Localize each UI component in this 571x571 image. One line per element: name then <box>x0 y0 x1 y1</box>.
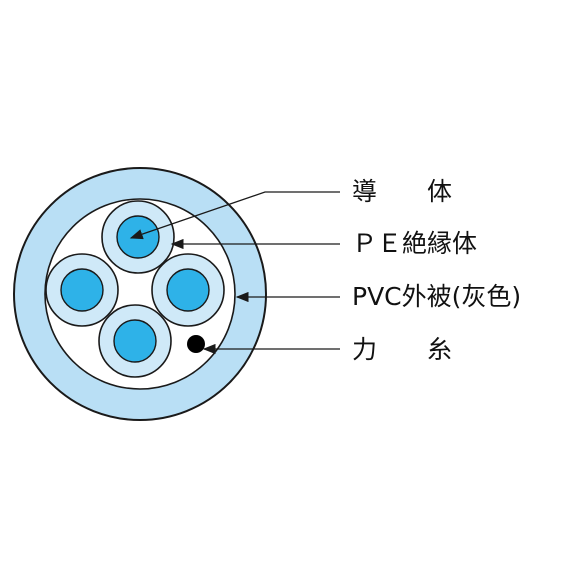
conductor-top <box>116 215 160 259</box>
tension-member <box>187 335 205 353</box>
label-insulation: ＰＥ絶縁体 <box>352 229 478 258</box>
conductor-right <box>166 268 210 312</box>
label-conductor: 導 体 <box>352 177 453 206</box>
conductor-left <box>60 268 104 312</box>
label-tension-member: 力 糸 <box>352 335 453 364</box>
conductor-leader-line <box>129 191 340 240</box>
conductor-bottom <box>113 319 157 363</box>
label-sheath: PVC外被(灰色) <box>352 282 522 311</box>
